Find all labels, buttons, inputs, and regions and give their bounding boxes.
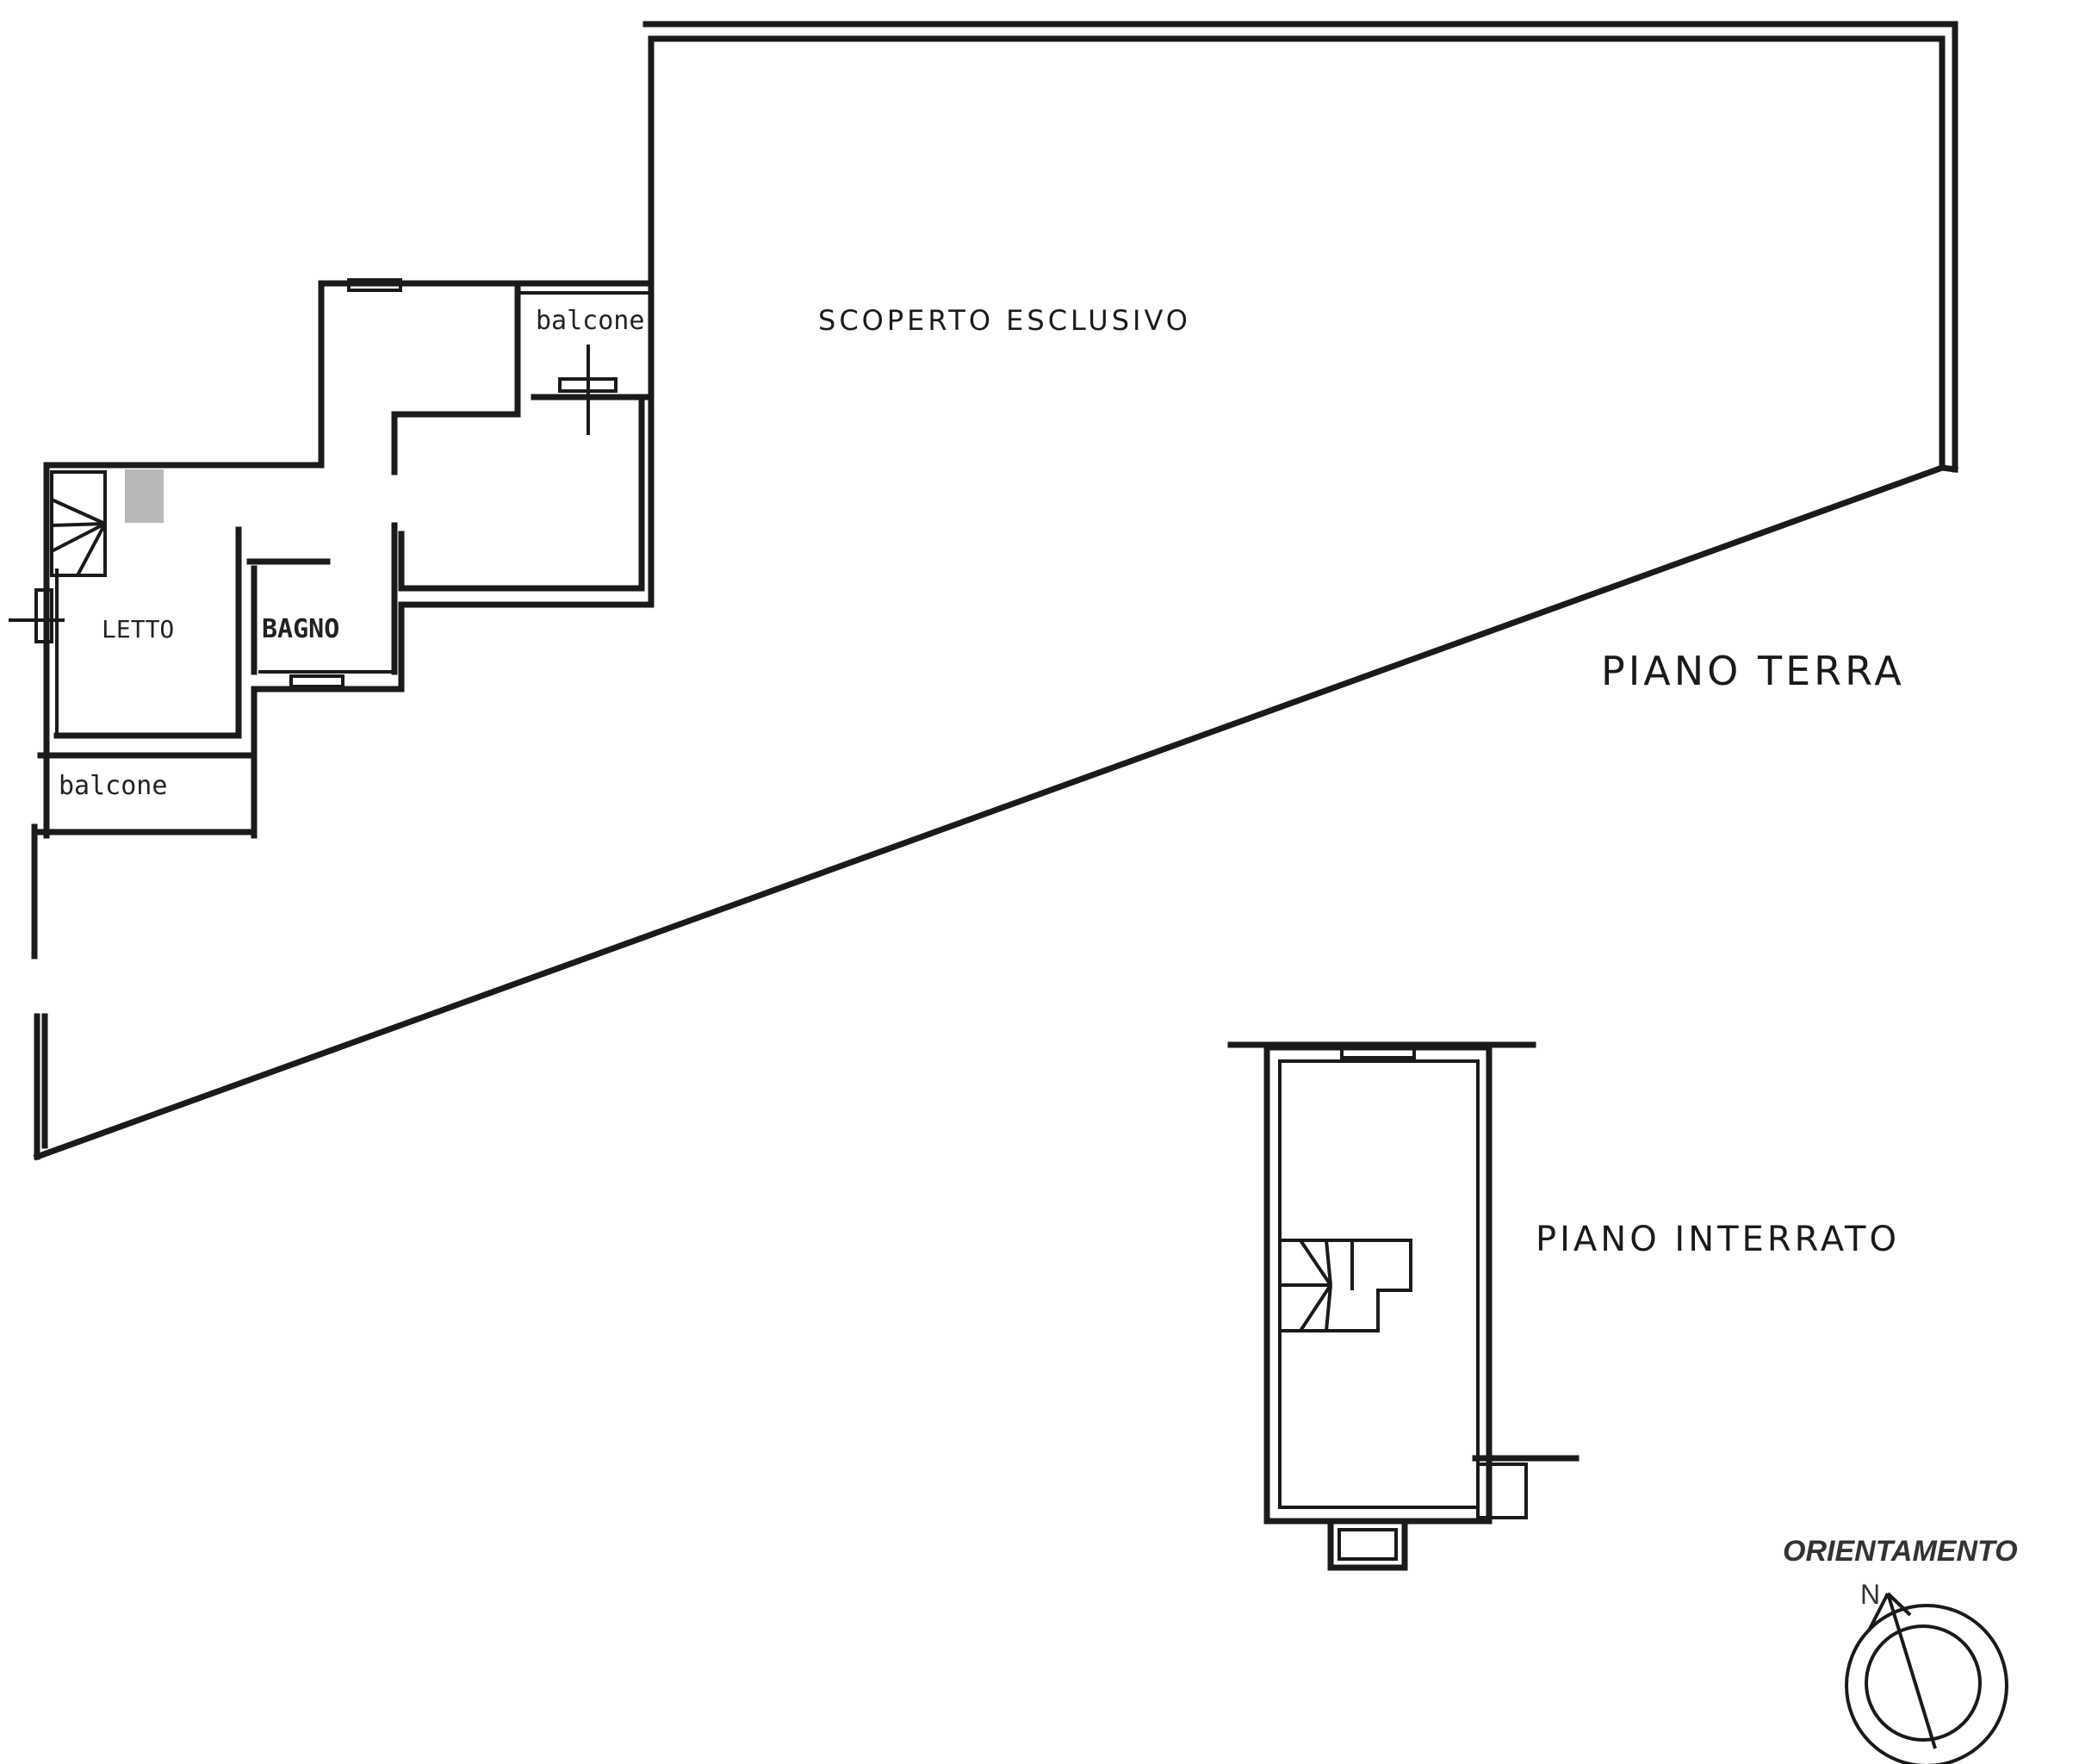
north-label: N	[1860, 1579, 1880, 1610]
room-label-letto: LETTO	[102, 615, 174, 643]
plot-outline	[31, 21, 1958, 1161]
room-label-bagno: BAGNO	[262, 614, 339, 644]
outdoor-area-label: SCOPERTO ESCLUSIVO	[818, 304, 1191, 337]
stairs-ground	[50, 469, 164, 577]
orientation-label: ORIENTAMENTO	[1783, 1535, 2018, 1568]
basement-title: PIANO INTERRATO	[1536, 1220, 1900, 1259]
basement-plan	[1227, 1041, 1580, 1571]
ground-floor-title: PIANO TERRA	[1601, 648, 1905, 694]
stairs-basement	[1280, 1239, 1412, 1332]
ground-floor-building	[9, 278, 655, 839]
room-label-balcone-top: balcone	[536, 306, 644, 336]
room-label-balcone-bottom: balcone	[59, 771, 167, 801]
compass-icon	[1845, 1592, 2008, 1764]
